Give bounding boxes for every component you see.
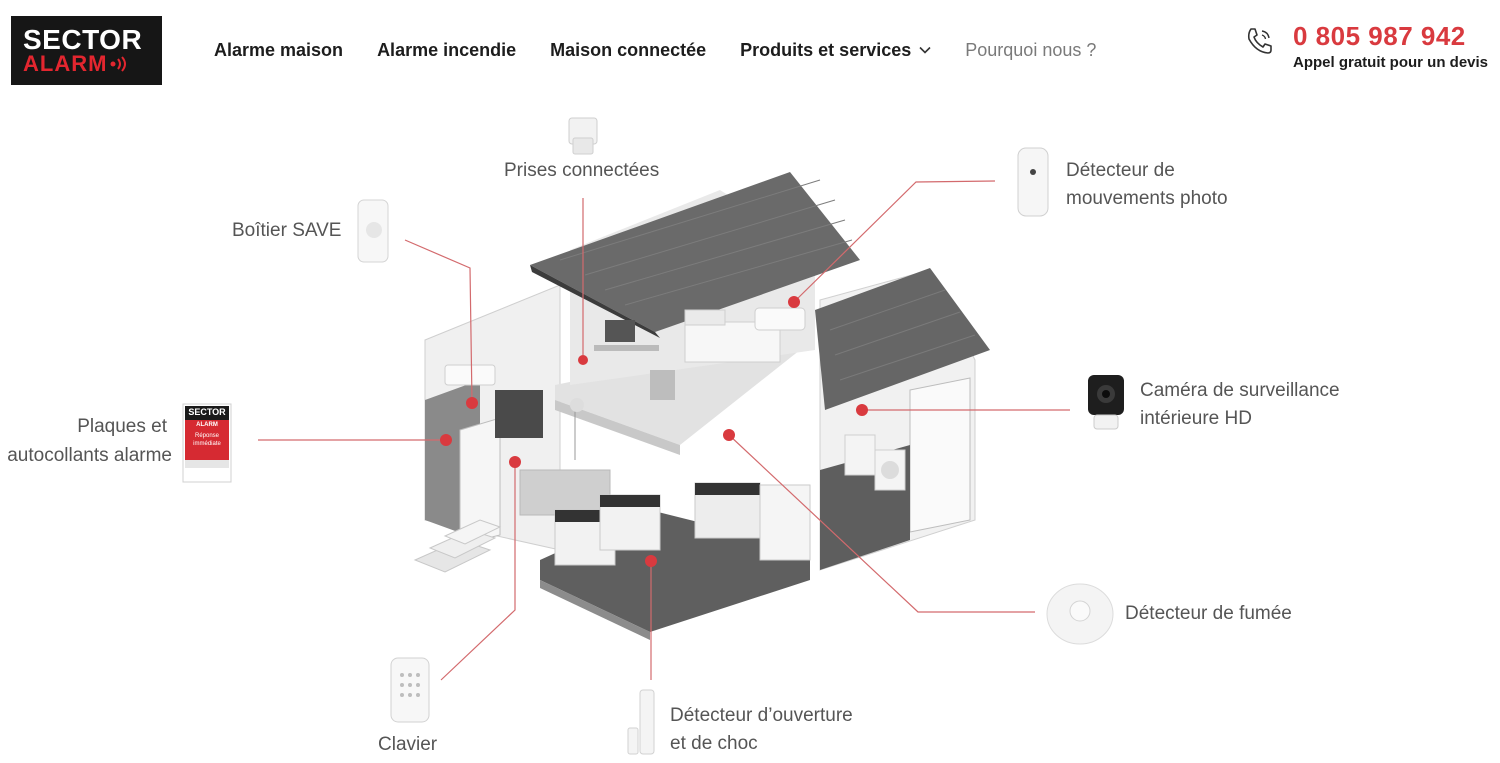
chevron-down-icon (919, 46, 931, 54)
nav-maison-connectee[interactable]: Maison connectée (550, 39, 707, 60)
sector-alarm-logo[interactable]: SECTOR ALARM (11, 16, 162, 85)
label-detecteur-ouverture-line1: Détecteur d’ouverture (670, 705, 853, 726)
nav-pourquoi-nous[interactable]: Pourquoi nous ? (965, 39, 1097, 60)
keypad-icon (390, 657, 430, 723)
main-nav: Alarme maison Alarme incendie Maison con… (214, 38, 1130, 62)
label-camera-line1: Caméra de surveillance (1140, 380, 1340, 401)
label-boitier-save: Boîtier SAVE (232, 220, 342, 241)
sticker-sub: ALARM (196, 422, 218, 428)
door-sensor-icon (627, 689, 655, 755)
label-detecteur-photo-line2: mouvements photo (1066, 188, 1228, 209)
label-camera-line2: intérieure HD (1140, 408, 1252, 429)
phone-number-link[interactable]: 0 805 987 942 (1293, 21, 1466, 51)
label-clavier: Clavier (378, 734, 438, 755)
nav-produits-services-label: Produits et services (740, 39, 912, 60)
logo-text-sector: SECTOR (23, 23, 143, 55)
house-illustration: SECTOR ALARM Réponse immédiate Prises co… (0, 100, 1500, 763)
label-detecteur-fumee: Détecteur de fumée (1125, 603, 1292, 624)
save-box-icon (357, 199, 389, 263)
sticker-text-1: Réponse (194, 433, 220, 439)
house-drawing (182, 117, 1124, 755)
motion-detector-icon (1017, 147, 1049, 217)
nav-produits-services[interactable]: Produits et services (740, 40, 931, 61)
signal-waves-icon (110, 55, 127, 72)
smoke-detector-icon (1046, 583, 1114, 645)
nav-alarme-maison[interactable]: Alarme maison (214, 39, 344, 60)
sticker-text-2: immédiate (193, 441, 221, 447)
logo-text-alarm: ALARM (23, 50, 162, 76)
phone-icon[interactable] (1244, 25, 1276, 57)
logo-text-alarm-word: ALARM (23, 50, 108, 76)
label-prises-connectees: Prises connectées (504, 160, 660, 181)
sticker-brand: SECTOR (188, 407, 226, 417)
alarm-sticker-icon (182, 403, 232, 483)
phone-subtitle: Appel gratuit pour un devis (1293, 54, 1489, 71)
nav-alarme-incendie[interactable]: Alarme incendie (377, 39, 517, 60)
smart-plug-icon (568, 117, 598, 155)
camera-icon (1088, 375, 1124, 430)
label-plaques-line1: Plaques et (77, 416, 167, 437)
label-plaques-line2: autocollants alarme (7, 445, 172, 466)
label-detecteur-ouverture-line2: et de choc (670, 733, 758, 754)
label-detecteur-photo-line1: Détecteur de (1066, 160, 1175, 181)
site-header: SECTOR ALARM Alarme maison Alarme incend… (0, 0, 1500, 100)
